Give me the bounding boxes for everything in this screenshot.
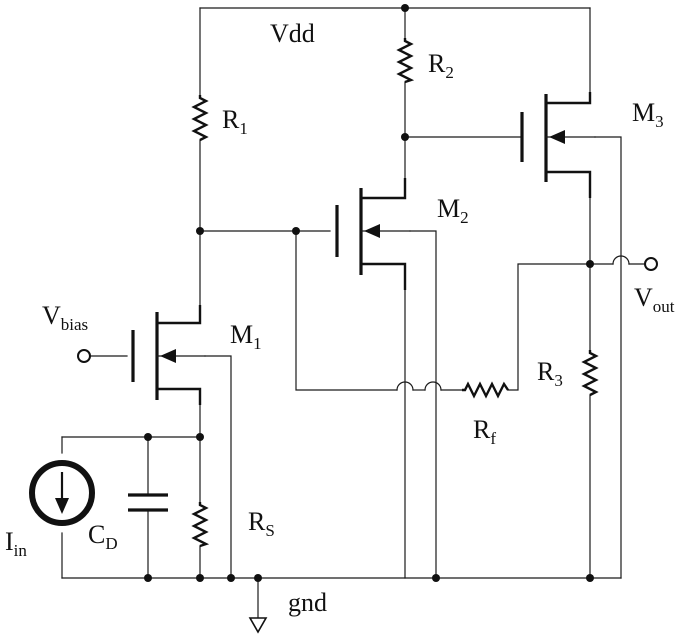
feedback-left-wire	[295, 230, 398, 391]
rf-to-out-wire	[507, 263, 591, 391]
resistor-rf	[462, 381, 509, 399]
vbias-terminal[interactable]	[77, 349, 91, 363]
m3-drain	[546, 92, 592, 105]
m3-arrow	[549, 130, 565, 144]
gnd-label: gnd	[288, 588, 327, 617]
vbias-label: Vbias	[42, 301, 88, 334]
r2-label: R2	[428, 49, 454, 82]
m2-drain	[361, 178, 407, 200]
m2-source	[361, 262, 407, 290]
m2-body-wire	[409, 230, 437, 579]
resistor-r3	[581, 350, 599, 397]
vout-label: Vout	[634, 283, 675, 316]
m3-label: M3	[632, 98, 664, 131]
m3-source	[546, 170, 592, 198]
m1-body-wire	[204, 355, 232, 579]
cd-label: CD	[88, 520, 118, 553]
resistor-r1	[191, 95, 209, 142]
transistor-m2	[335, 178, 411, 290]
vdd-label: Vdd	[270, 19, 315, 48]
resistor-r2	[396, 38, 415, 84]
vout-terminal[interactable]	[644, 257, 658, 271]
r1-label: R1	[222, 105, 248, 138]
m1-label: M1	[230, 320, 262, 353]
junction-dots	[144, 4, 594, 582]
m1-arrow	[160, 349, 176, 363]
wires	[61, 7, 645, 619]
iin-label: Iin	[5, 527, 27, 560]
m2-arrow	[364, 224, 380, 238]
capacitor-cd	[128, 493, 168, 512]
m2-label: M2	[437, 194, 469, 227]
m3-body-wire	[594, 136, 622, 579]
current-source-iin	[29, 460, 95, 526]
resistors	[191, 38, 599, 548]
ground-symbol	[248, 617, 268, 634]
m1-drain	[157, 305, 202, 325]
rf-label: Rf	[473, 415, 496, 448]
iin-arrow	[55, 498, 69, 514]
resistor-rs	[191, 502, 210, 548]
transistor-m3	[520, 92, 596, 198]
feedback-cross-2	[424, 381, 442, 391]
transistor-m1	[131, 305, 206, 405]
r3-label: R3	[537, 357, 563, 390]
rs-label: RS	[248, 507, 275, 540]
m1-source	[157, 387, 202, 405]
